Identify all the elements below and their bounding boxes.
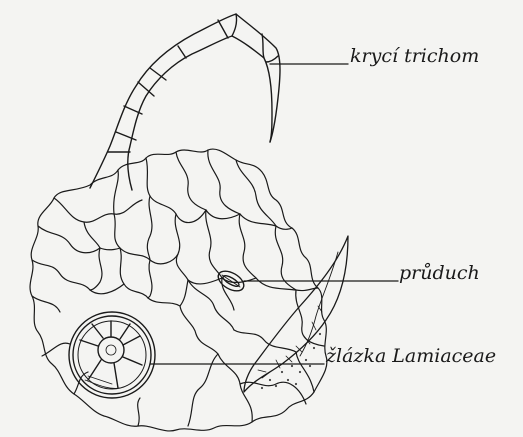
right-hair: [244, 236, 348, 392]
epidermis-cells: [30, 149, 327, 431]
stoma: [215, 267, 247, 295]
label-covering-trichome: krycí trichom: [350, 47, 479, 66]
lamiaceae-gland: [69, 312, 155, 398]
label-lamiaceae-gland: žlázka Lamiaceae: [326, 347, 496, 366]
covering-trichome: [90, 14, 280, 190]
label-stoma: průduch: [399, 264, 480, 283]
